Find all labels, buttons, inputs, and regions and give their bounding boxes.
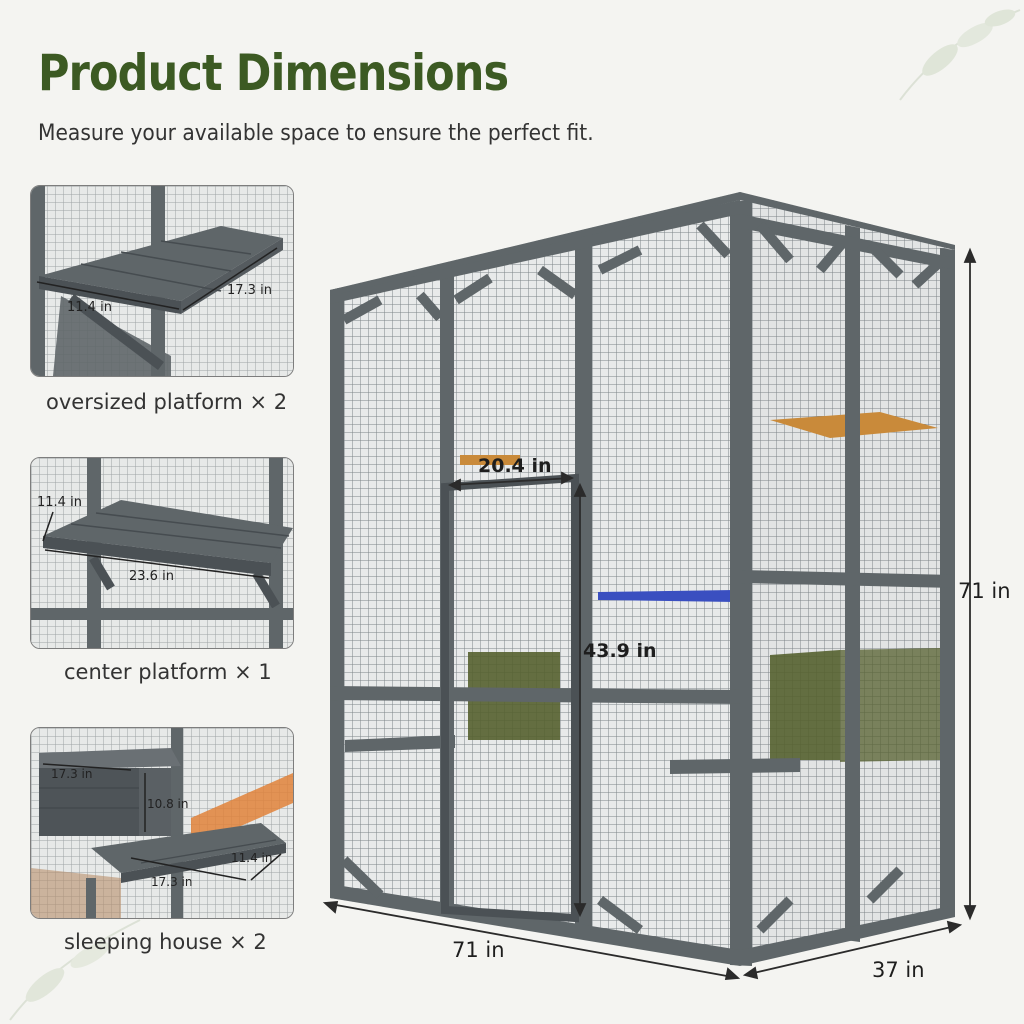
enclosure-width-label: 71 in — [452, 938, 505, 962]
sleeping-house-dim-width: 17.3 in — [51, 767, 92, 781]
page-title: Product Dimensions — [38, 44, 509, 102]
sleeping-house-dim-platform-depth: 11.4 in — [231, 851, 272, 865]
sleeping-house-caption: sleeping house × 2 — [64, 930, 267, 954]
oversized-platform-dim-depth: 17.3 in — [227, 283, 272, 298]
center-platform-dim-depth: 11.4 in — [37, 495, 82, 510]
enclosure-height-label: 71 in — [958, 579, 1011, 603]
page-subtitle: Measure your available space to ensure t… — [38, 121, 594, 146]
leaf-decoration-top-right — [899, 9, 1021, 101]
sleeping-house-dim-height: 10.8 in — [147, 797, 188, 811]
cat-enclosure-image: 20.4 in 43.9 in 71 in 71 in 37 in — [322, 192, 1011, 982]
center-platform-caption: center platform × 1 — [64, 660, 272, 684]
center-platform-image: 11.4 in 23.6 in — [30, 457, 294, 649]
enclosure-depth-label: 37 in — [872, 958, 925, 982]
door-width-label: 20.4 in — [478, 455, 552, 477]
sleeping-house-dim-platform-width: 17.3 in — [151, 875, 192, 889]
oversized-platform-caption: oversized platform × 2 — [46, 390, 288, 414]
leaf-decoration-bottom-left — [9, 919, 141, 1021]
oversized-platform-image: 11.4 in 17.3 in — [30, 185, 294, 377]
center-platform-dim-width: 23.6 in — [129, 569, 174, 584]
door-height-label: 43.9 in — [583, 640, 657, 662]
oversized-platform-dim-width: 11.4 in — [67, 300, 112, 315]
sleeping-house-image: 17.3 in 10.8 in 11.4 in 17.3 in — [30, 727, 294, 919]
